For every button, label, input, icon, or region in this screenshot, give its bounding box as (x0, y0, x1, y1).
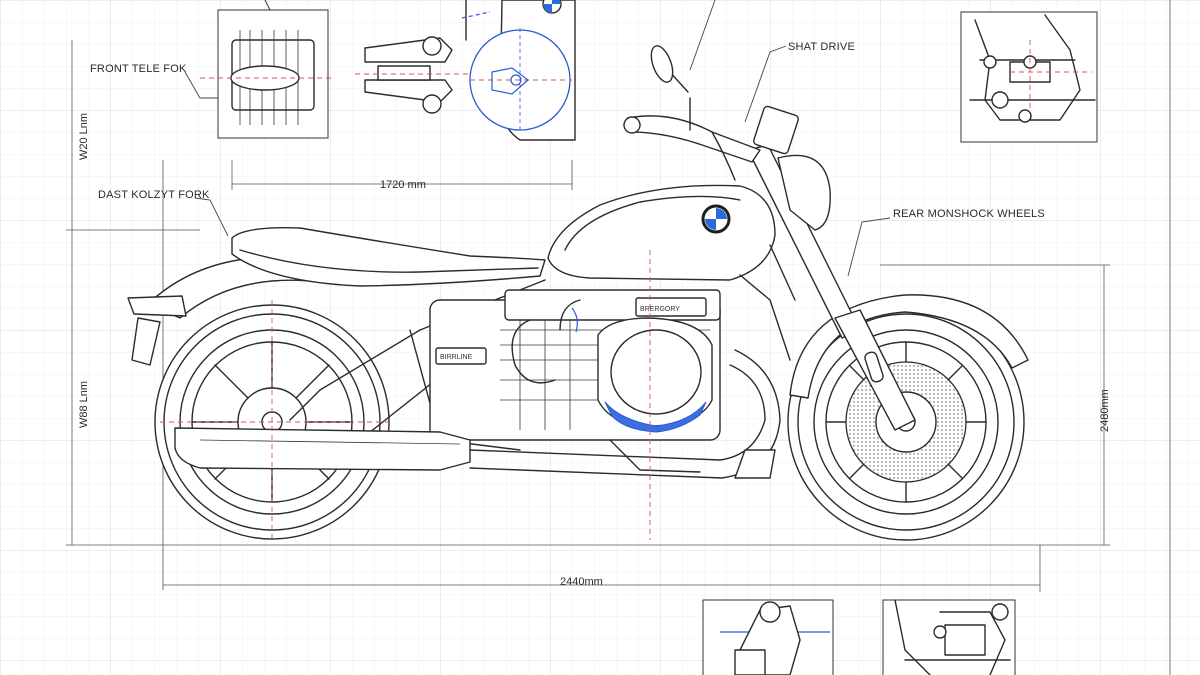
detail-fork-assembly (200, 0, 335, 139)
detail-bottom-right (882, 599, 1016, 675)
mirror (650, 45, 674, 83)
detail-bottom-left (702, 599, 834, 675)
detail-rear-suspension (960, 11, 1098, 143)
label-front-tele-fork: FRONT TELE FOK (90, 63, 187, 75)
engine-plate-side: BIRRLINE (440, 354, 473, 361)
cylinder-head (597, 317, 713, 427)
bmw-roundel-icon (542, 0, 562, 14)
engine: BRERGORY BIRRLINE (429, 289, 721, 441)
dim-top-width: 1720 mm (380, 179, 426, 191)
oil-sump (604, 401, 707, 433)
dim-right-height: 2480mm (1099, 389, 1111, 432)
bmw-roundel-icon (701, 204, 731, 234)
front-fork (747, 144, 916, 431)
handlebar (623, 45, 761, 181)
front-indicator (864, 351, 884, 383)
detail-tank-circle (469, 0, 576, 141)
label-shat-drive: SHAT DRIVE (788, 41, 855, 53)
dim-left-lower: W88 Lnm (78, 381, 90, 428)
engine-plate-top: BRERGORY (640, 306, 680, 313)
dim-left-upper: W20 Lnm (78, 113, 90, 160)
label-dast-kolzyt-fork: DAST KOLZYT FORK (98, 189, 210, 201)
leader-lines (184, 0, 891, 277)
headlight-housing (753, 105, 799, 155)
center-lines (160, 250, 651, 540)
headlight (777, 154, 831, 231)
license-bracket (131, 317, 161, 366)
detail-front-hub (355, 0, 491, 114)
label-rear-monoshock-wheels: REAR MONSHOCK WHEELS (893, 208, 1045, 220)
tail-light (127, 295, 187, 317)
dimension-frame (66, 0, 1171, 675)
seat (231, 227, 546, 287)
dim-overall-length: 2440mm (560, 576, 603, 588)
